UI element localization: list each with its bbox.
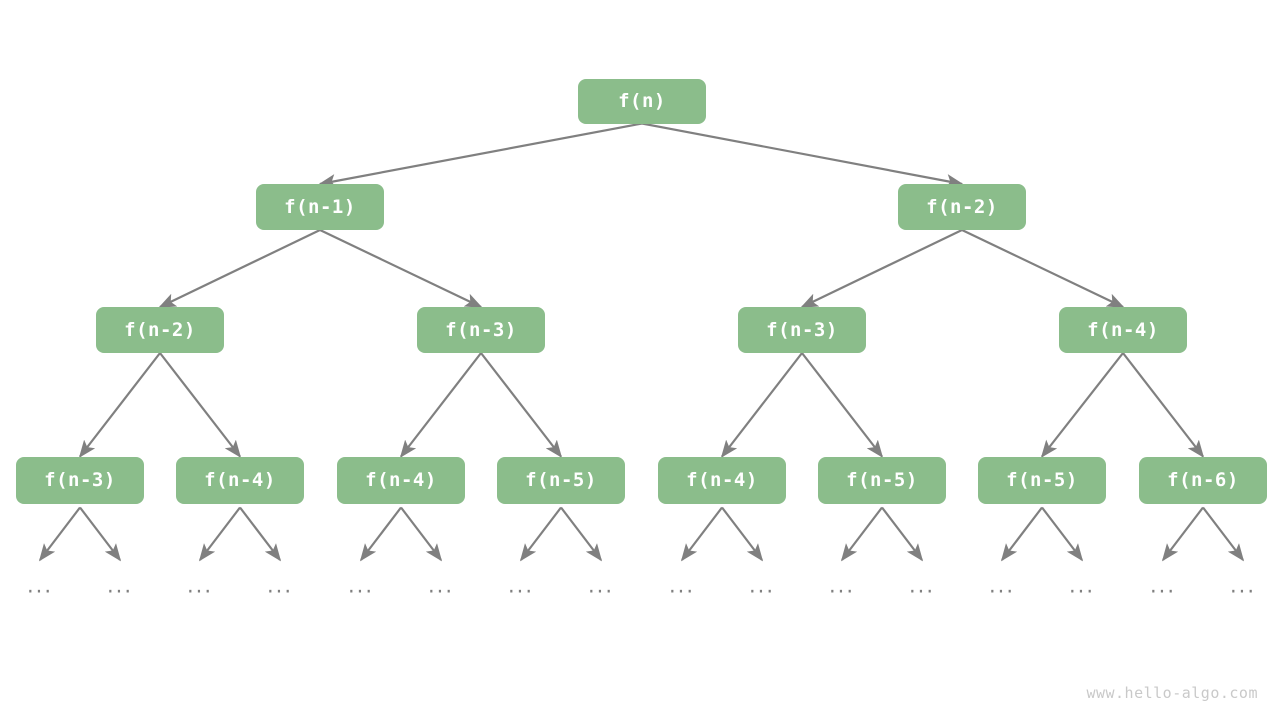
edge-n1-to-n4 [319, 229, 483, 308]
edge-n6-to-n13 [1040, 352, 1124, 458]
stub-edge-n13-12 [1000, 506, 1043, 562]
tree-node-n2: f(n-2) [898, 184, 1026, 230]
stub-edge-n14-15 [1202, 506, 1245, 562]
stub-edge-n10-7 [560, 506, 603, 562]
ellipsis-label: ... [988, 573, 1016, 598]
ellipsis-label: ... [26, 573, 54, 598]
edge-n6-to-n14 [1122, 352, 1205, 458]
stub-edge-n13-13 [1041, 506, 1084, 562]
ellipsis-label: ... [668, 573, 696, 598]
tree-node-n14: f(n-6) [1139, 456, 1267, 504]
tree-node-n10: f(n-5) [497, 456, 625, 504]
stub-edge-n10-6 [519, 506, 562, 562]
stub-edge-n7-0 [38, 506, 81, 562]
tree-node-n0: f(n) [578, 78, 706, 124]
ellipsis-label: ... [1229, 573, 1257, 598]
stub-edge-n8-3 [239, 506, 282, 562]
ellipsis-label: ... [1149, 573, 1177, 598]
edge-n0-to-n1 [318, 122, 643, 188]
edge-n5-to-n11 [720, 352, 803, 458]
tree-node-n9: f(n-4) [337, 456, 465, 504]
stub-edge-n14-14 [1161, 506, 1204, 562]
tree-node-n11: f(n-4) [658, 456, 786, 504]
edge-n0-to-n2 [641, 122, 964, 188]
ellipsis-label: ... [347, 573, 375, 598]
tree-node-n5: f(n-3) [738, 307, 866, 353]
edge-n2-to-n6 [961, 229, 1125, 308]
watermark: www.hello-algo.com [1086, 684, 1258, 702]
ellipsis-label: ... [828, 573, 856, 598]
edge-n2-to-n5 [800, 229, 963, 308]
stub-edge-n12-11 [881, 506, 924, 562]
tree-node-n4: f(n-3) [417, 307, 545, 353]
edge-n3-to-n8 [159, 352, 242, 458]
stub-edge-n11-8 [680, 506, 723, 562]
ellipsis-label: ... [266, 573, 294, 598]
ellipsis-label: ... [908, 573, 936, 598]
tree-edges [78, 122, 1205, 458]
ellipsis-label: ... [106, 573, 134, 598]
edge-n5-to-n12 [801, 352, 884, 458]
stub-edge-n12-10 [840, 506, 883, 562]
stub-edge-n7-1 [79, 506, 122, 562]
edge-n1-to-n3 [158, 229, 321, 308]
tree-node-n8: f(n-4) [176, 456, 304, 504]
tree-node-n3: f(n-2) [96, 307, 224, 353]
tree-node-n1: f(n-1) [256, 184, 384, 230]
edge-n3-to-n7 [78, 352, 161, 458]
ellipsis-label: ... [507, 573, 535, 598]
ellipsis-label: ... [748, 573, 776, 598]
stub-edge-n11-9 [721, 506, 764, 562]
ellipsis-label: ... [587, 573, 615, 598]
ellipsis-label: ... [1068, 573, 1096, 598]
tree-node-n6: f(n-4) [1059, 307, 1187, 353]
stub-edge-n9-4 [359, 506, 402, 562]
stub-edge-n9-5 [400, 506, 443, 562]
edge-n4-to-n9 [399, 352, 482, 458]
tree-node-n7: f(n-3) [16, 456, 144, 504]
ellipsis-label: ... [427, 573, 455, 598]
tree-node-n12: f(n-5) [818, 456, 946, 504]
edge-n4-to-n10 [480, 352, 563, 458]
stub-edge-n8-2 [198, 506, 241, 562]
leaf-stub-edges [38, 506, 1245, 562]
tree-node-n13: f(n-5) [978, 456, 1106, 504]
ellipsis-label: ... [186, 573, 214, 598]
